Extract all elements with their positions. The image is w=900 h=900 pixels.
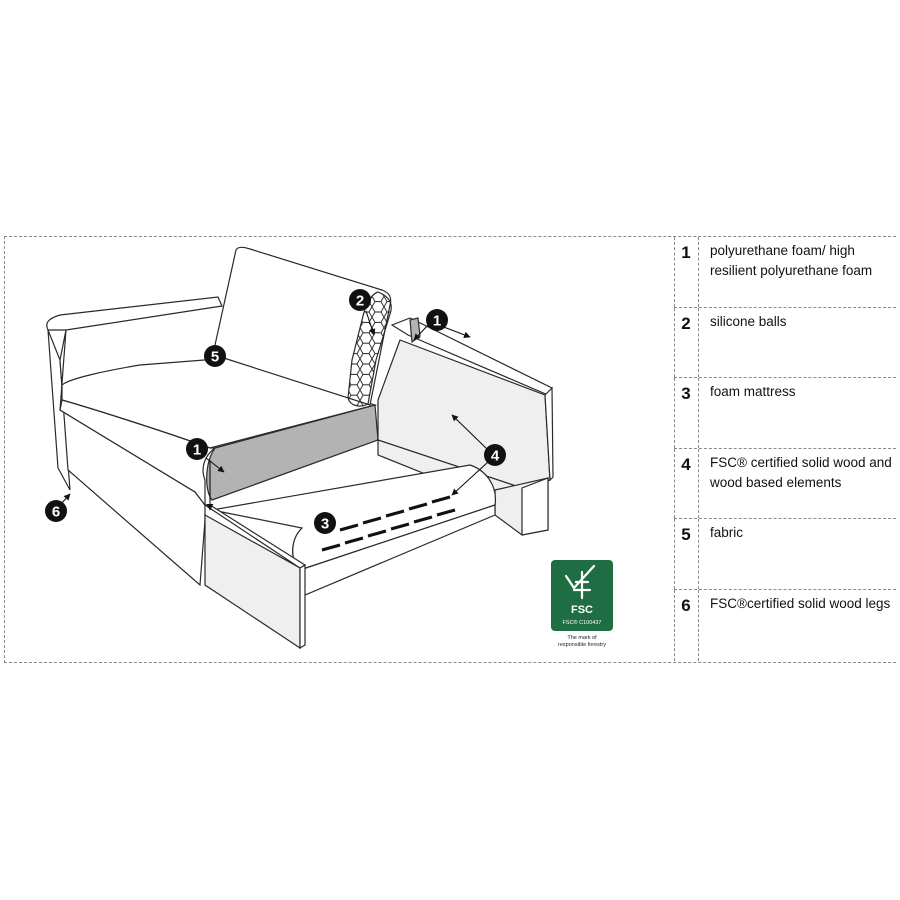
legend-text: FSC® certified solid wood and wood based… [710,454,892,490]
legend-row-1: 1 polyurethane foam/ high resilient poly… [674,237,896,308]
legend-row-6: 6 FSC®certified solid wood legs [674,589,896,661]
fsc-tagline-1: The mark of [567,635,597,641]
callout-6: 6 [45,500,67,522]
legend-column-divider [698,307,699,378]
callout-1-top: 1 [426,309,448,331]
legend-number: 3 [681,384,691,404]
callout-1-top-label: 1 [433,313,441,330]
legend-number: 2 [681,313,691,333]
fsc-tagline-2: responsible forestry [558,642,606,648]
legend-border-left [674,307,675,378]
legend-column-divider [698,589,699,661]
legend-text: polyurethane foam/ high resilient polyur… [710,243,873,278]
legend-text: foam mattress [710,384,796,400]
callout-arrows [59,310,489,511]
wood-slats [321,495,456,552]
legend-row-3: 3 foam mattress [674,378,896,449]
callout-1-left: 1 [186,438,208,460]
legend-row-2: 2 silicone balls [674,307,896,379]
callout-5: 5 [204,345,226,367]
callout-4-label: 4 [491,448,500,465]
legend-border-left [674,378,675,448]
legend-border-left [674,448,675,519]
legend-text: silicone balls [710,313,787,329]
front-frame-panel [203,504,307,650]
callout-1-left-label: 1 [193,442,201,459]
legend-border-left [674,589,675,661]
legend-text: FSC®certified solid wood legs [710,595,891,611]
legend-column-divider [698,519,699,589]
foam-block [206,404,379,501]
legend-text: fabric [710,525,744,541]
legend-number: 6 [681,595,691,615]
callout-6-label: 6 [52,504,60,521]
callout-2-label: 2 [356,293,364,310]
legend-column-divider [698,378,699,448]
legend-column-divider [698,448,699,519]
legend-border-left [674,519,675,589]
legend-row-5: 5 fabric [674,519,896,590]
legend-table: 1 polyurethane foam/ high resilient poly… [674,237,896,661]
callout-4: 4 [484,444,506,466]
diagram-frame [4,236,896,663]
callout-3-label: 3 [321,516,329,533]
callout-5-label: 5 [211,349,219,366]
fsc-logo: FSC FSC® C100437 The mark of responsible… [551,560,613,648]
foam-mattress [211,464,497,596]
legend-border-left [674,237,675,307]
legend-column-divider [698,237,699,307]
callout-2: 2 [349,289,371,311]
legend-number: 4 [681,454,691,474]
legend-row-4: 4 FSC® certified solid wood and wood bas… [674,448,896,520]
fsc-license-text: FSC® C100437 [563,619,602,626]
legend-number: 1 [681,243,691,262]
fsc-tree-check-icon [564,564,596,600]
fsc-brand-text: FSC [571,604,593,616]
callout-3: 3 [314,512,336,534]
legend-number: 5 [681,525,691,545]
